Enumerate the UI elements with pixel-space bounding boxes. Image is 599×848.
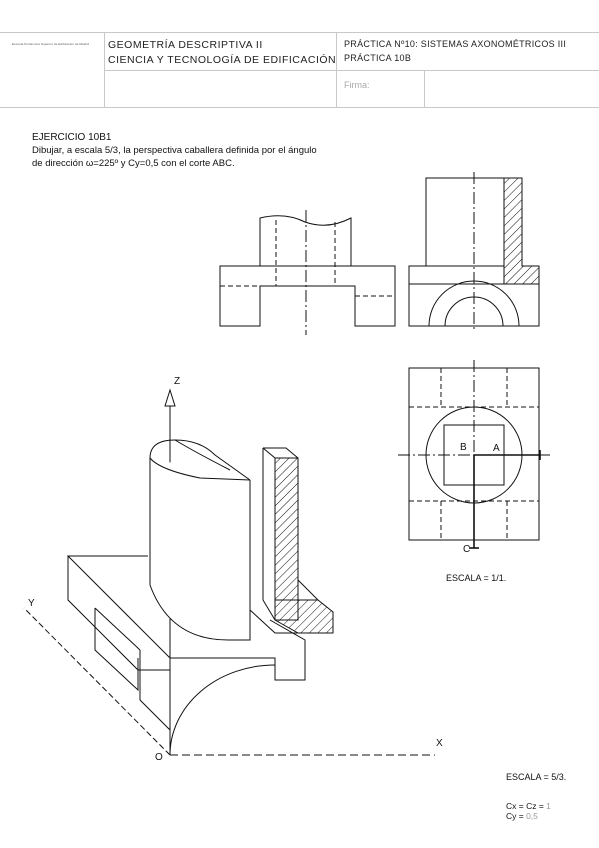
- exercise-statement: EJERCICIO 10B1 Dibujar, a escala 5/3, la…: [32, 131, 317, 170]
- cavalier-perspective: [23, 388, 435, 756]
- practice-title: PRÁCTICA Nº10: SISTEMAS AXONOMÉTRICOS II…: [344, 39, 567, 49]
- practice-subtitle: PRÁCTICA 10B: [344, 53, 412, 63]
- section-point-a: A: [493, 443, 500, 454]
- origin-label: O: [155, 752, 163, 763]
- exercise-title: EJERCICIO 10B1: [32, 132, 112, 143]
- header-divider-2: [336, 32, 337, 107]
- degree-title: CIENCIA Y TECNOLOGÍA DE EDIFICACIÓN: [108, 54, 337, 66]
- coefficient-cx-cz-value: 1: [546, 801, 551, 811]
- side-section-view: [408, 172, 540, 332]
- axis-z-label: Z: [174, 376, 181, 387]
- header-bottom-rule: [0, 107, 599, 108]
- coefficient-cy-label: Cy =: [506, 811, 527, 821]
- coefficient-cx-cz-label: Cx = Cz =: [506, 801, 547, 811]
- header-divider-3: [424, 70, 425, 107]
- axis-y-label: Y: [28, 598, 35, 609]
- exercise-line-1: Dibujar, a escala 5/3, la perspectiva ca…: [32, 145, 317, 156]
- axis-x-label: X: [436, 738, 443, 749]
- coefficient-cy: Cy = 0,5: [506, 811, 538, 821]
- front-elevation-view: [219, 210, 396, 335]
- perspective-scale: ESCALA = 5/3.: [506, 772, 567, 782]
- school-logo-text: Escuela Politécnica Superior de Edificac…: [12, 42, 90, 46]
- section-point-c: C: [463, 544, 471, 555]
- header-mid-rule: [104, 70, 599, 71]
- section-point-b: B: [460, 442, 467, 453]
- plan-view: [398, 360, 552, 549]
- header: [0, 32, 599, 108]
- exercise-line-2: de dirección ω=225º y Cy=0,5 con el cort…: [32, 158, 235, 169]
- subject-title: GEOMETRÍA DESCRIPTIVA II: [108, 39, 263, 51]
- views-scale: ESCALA = 1/1.: [446, 573, 507, 583]
- coefficient-cx-cz: Cx = Cz = 1: [506, 801, 551, 811]
- header-top-rule: [0, 32, 599, 33]
- header-divider-1: [104, 32, 105, 107]
- coefficient-cy-value: 0,5: [526, 811, 538, 821]
- signature-label: Firma:: [344, 80, 370, 90]
